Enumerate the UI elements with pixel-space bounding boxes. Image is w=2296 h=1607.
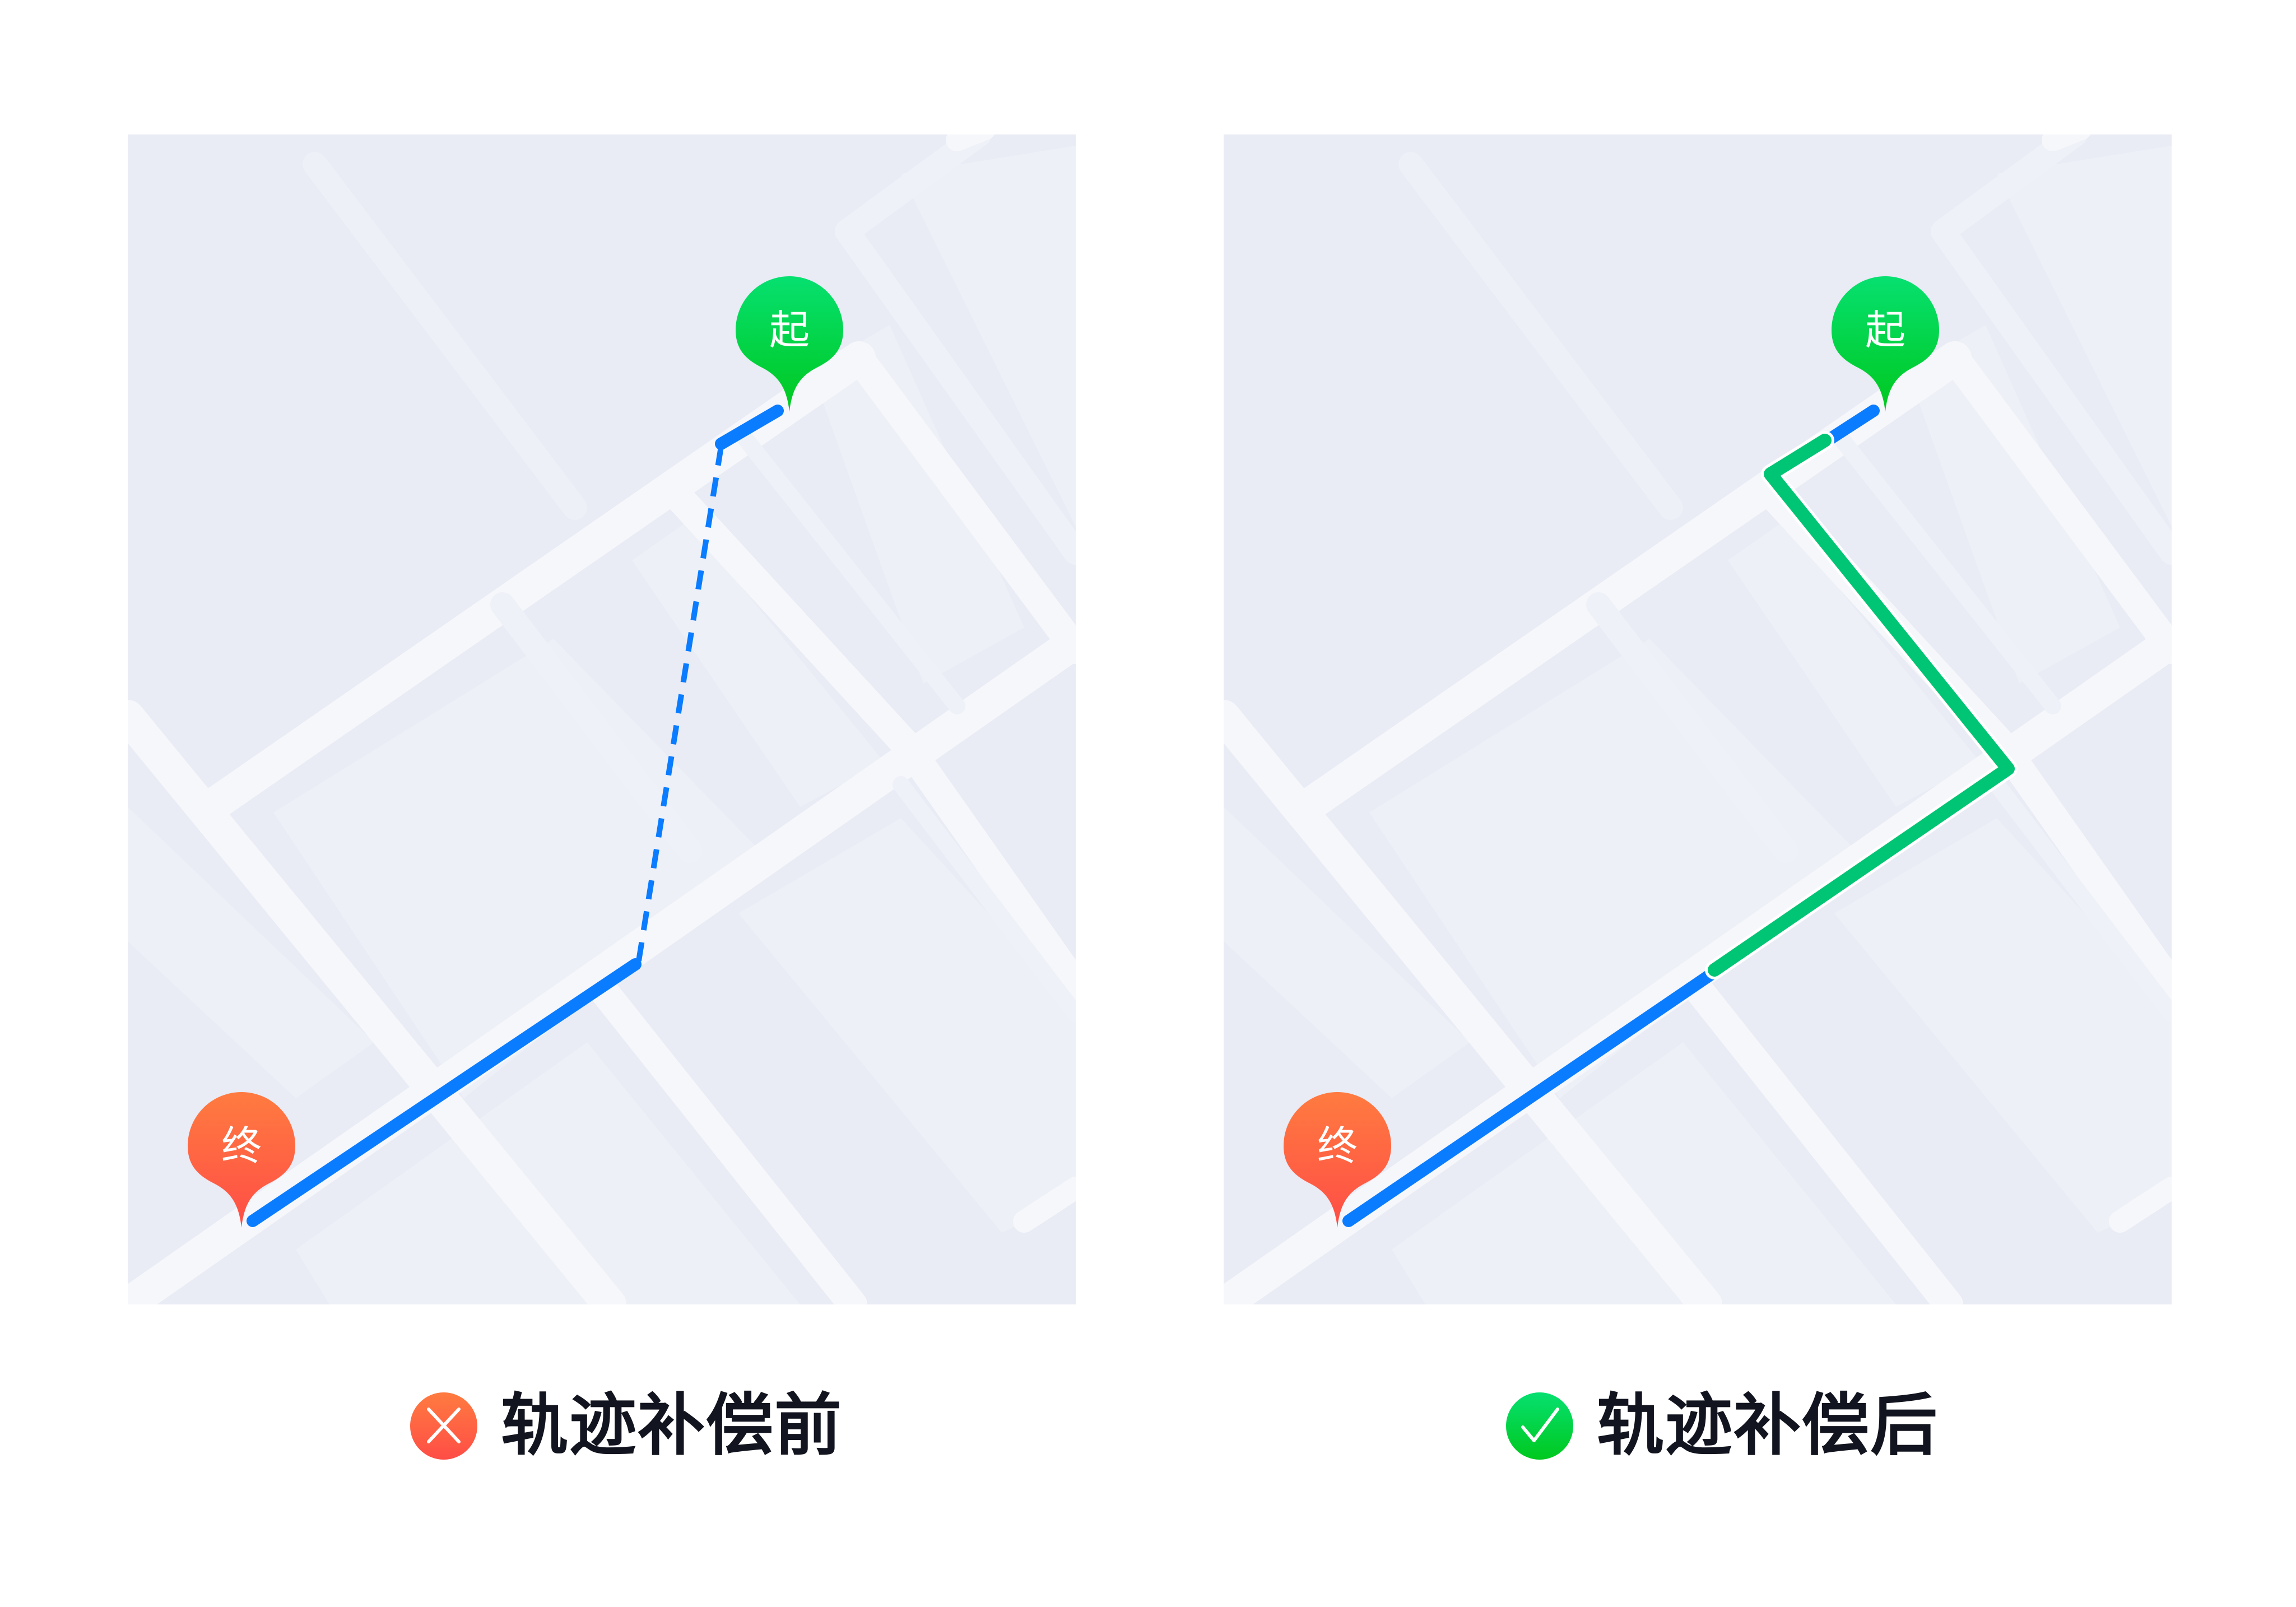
track-solid-top — [715, 405, 784, 450]
caption-before: 轨迹补偿前 — [410, 1384, 843, 1468]
end-pin: 终 — [1284, 1092, 1391, 1228]
map-panel-after: 起 终 — [1224, 134, 2172, 1304]
track-gap-dashed — [636, 446, 724, 962]
caption-after: 轨迹补偿后 — [1506, 1384, 1939, 1468]
start-pin-label: 起 — [1865, 306, 1905, 354]
x-circle-icon — [410, 1392, 477, 1460]
map-blocks — [128, 146, 1076, 1304]
map-pin-end-icon — [188, 1092, 295, 1228]
map-canvas-after: 起 终 — [1224, 134, 2172, 1304]
end-pin-label: 终 — [1317, 1122, 1358, 1169]
map-blocks — [1224, 146, 2172, 1304]
start-pin-label: 起 — [769, 306, 810, 354]
start-pin: 起 — [1832, 276, 1939, 412]
check-circle-icon — [1506, 1392, 1573, 1460]
track-solid-top — [1820, 405, 1880, 448]
track-solid-bottom — [1342, 964, 1723, 1227]
end-pin-label: 终 — [221, 1122, 262, 1169]
track-solid-bottom — [247, 958, 642, 1227]
caption-after-text: 轨迹补偿后 — [1597, 1387, 1939, 1465]
start-pin: 起 — [736, 276, 843, 412]
end-pin: 终 — [188, 1092, 295, 1228]
track-before — [247, 405, 784, 1227]
caption-before-text: 轨迹补偿前 — [501, 1387, 843, 1465]
map-panel-before: 起 终 — [128, 134, 1076, 1304]
track-after — [1342, 405, 2018, 1227]
map-pin-start-icon — [736, 276, 843, 412]
map-pin-end-icon — [1284, 1092, 1391, 1228]
track-compensated — [1708, 434, 2015, 977]
map-canvas-before: 起 终 — [128, 134, 1076, 1304]
map-pin-start-icon — [1832, 276, 1939, 412]
